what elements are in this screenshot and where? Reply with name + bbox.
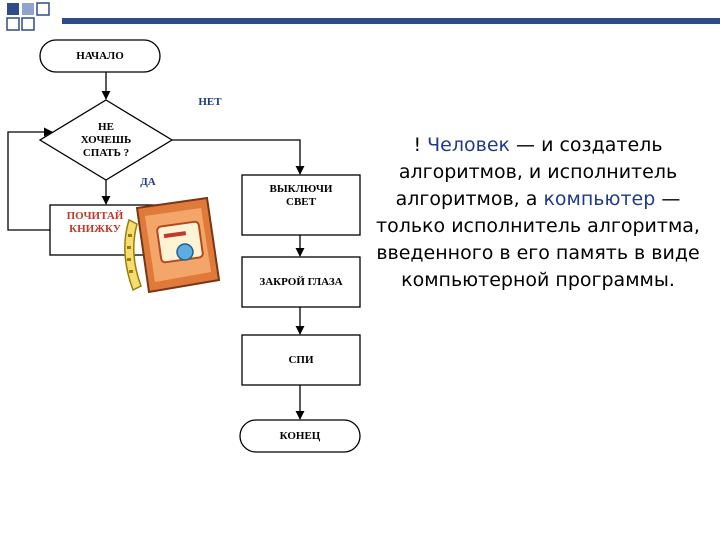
caption-part-4: — только исполнитель алгоритма, введенно… [376, 188, 700, 291]
end-node [239, 419, 361, 453]
sleep-label: СПИ [288, 354, 314, 366]
branch-no-label: НЕТ [198, 96, 222, 108]
presentation-clipart-icon [124, 196, 221, 294]
header-rule [62, 18, 720, 24]
lights-off-label: ВЫКЛЮЧИ СВЕТ [269, 183, 333, 208]
decision-label: НЕ ХОЧЕШЬ СПАТЬ ? [80, 121, 132, 159]
end-label: КОНЕЦ [279, 430, 321, 442]
lights-off-node [241, 174, 361, 236]
arrow-loop-back [7, 127, 53, 231]
arrow-no-branch [172, 139, 305, 175]
caption-computer: компьютер [543, 188, 656, 210]
sleep-node [241, 334, 361, 386]
branch-yes-label: ДА [140, 176, 156, 188]
read-book-label: ПОЧИТАЙ КНИЖКУ [66, 210, 124, 235]
caption-text: ! Человек — и создатель алгоритмов, и ис… [368, 132, 708, 294]
close-eyes-node [241, 256, 361, 308]
start-node [39, 39, 161, 73]
start-label: НАЧАЛО [76, 50, 124, 62]
close-eyes-label: ЗАКРОЙ ГЛАЗА [259, 276, 343, 288]
caption-human: Человек [427, 134, 510, 156]
caption-bullet: ! [413, 134, 422, 156]
caption-part-2: — и создатель алгоритмов, и исполнитель … [395, 134, 678, 210]
corner-squares-icon [6, 2, 50, 31]
